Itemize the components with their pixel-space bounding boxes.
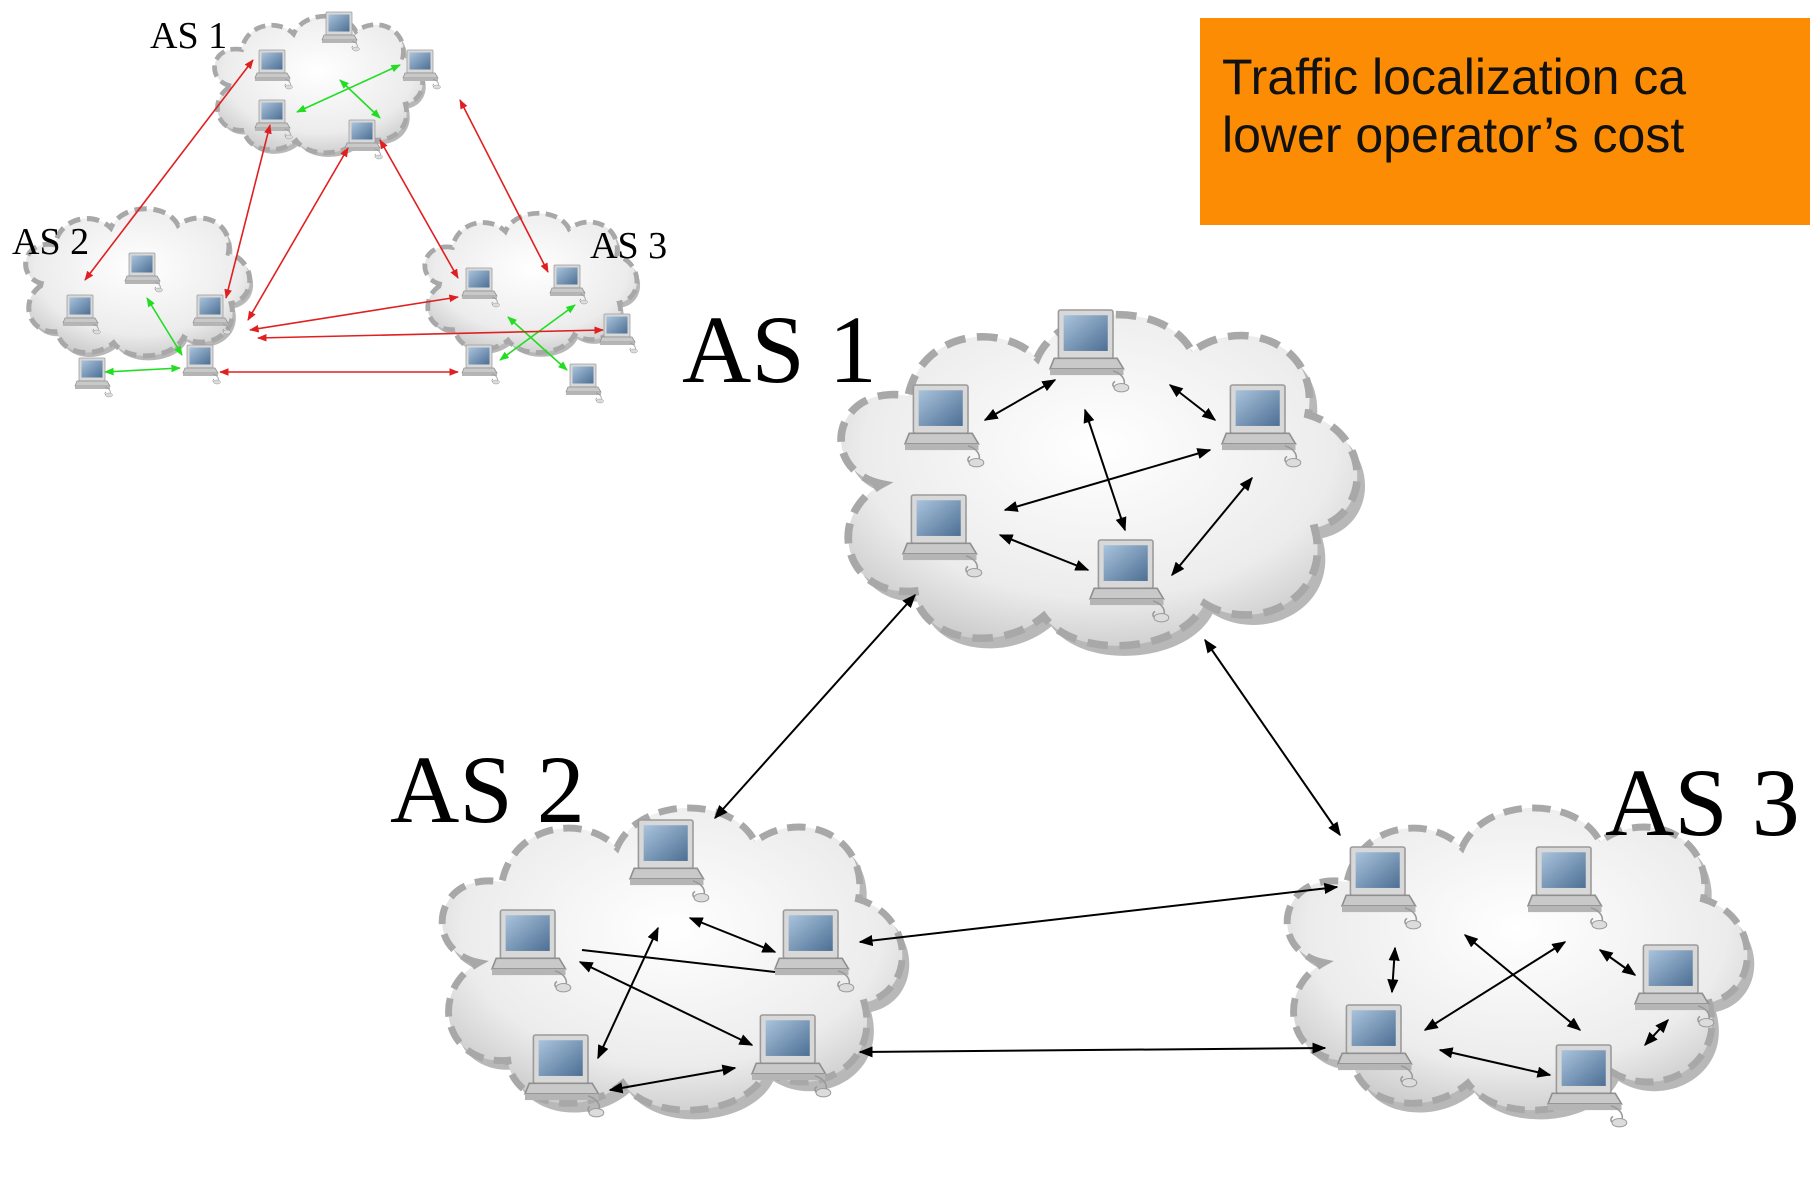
computer-icon	[565, 363, 604, 404]
as3-label: AS 3	[1605, 749, 1800, 856]
as2-label: AS 2	[390, 736, 585, 843]
large-diagram: AS 1 AS 2 AS 3	[390, 296, 1800, 1128]
computer-icon	[74, 357, 113, 398]
inter-as-links	[84, 59, 604, 376]
callout-line-2: lower operator’s cost	[1222, 107, 1685, 163]
as1-label: AS 1	[682, 296, 877, 403]
small-diagram: AS 1 AS 2 AS 3	[12, 11, 667, 404]
cloud-icon	[215, 16, 426, 157]
computer-icon	[182, 344, 221, 385]
small-as2-label: AS 2	[12, 221, 89, 263]
small-as3-label: AS 3	[590, 225, 667, 267]
peer-links	[578, 379, 1669, 1094]
callout-box: Traffic localization ca lower operator’s…	[1200, 18, 1810, 225]
small-as1-label: AS 1	[150, 15, 227, 57]
callout-line-1: Traffic localization ca	[1222, 49, 1687, 105]
computer-icon	[599, 313, 638, 354]
